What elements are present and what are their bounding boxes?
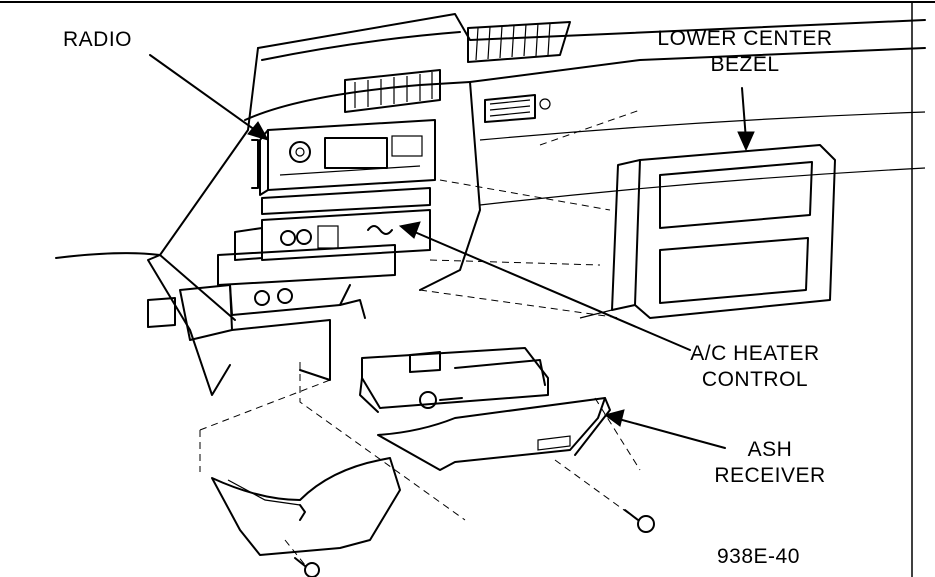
lower-center-bezel-label-line1: LOWER CENTER xyxy=(657,27,833,50)
lower-bezel-piece xyxy=(211,457,401,556)
lower-center-bezel-part xyxy=(419,109,836,319)
radio-label: RADIO xyxy=(63,28,133,51)
figure-id: 938E-40 xyxy=(717,545,800,568)
ash-receiver-label-line1: ASH xyxy=(747,438,793,461)
center-vents xyxy=(344,21,571,123)
assembly-guide-lines xyxy=(199,362,641,566)
ac-heater-control-label-line1: A/C HEATER xyxy=(690,342,820,365)
ash-receiver-label-line2: RECEIVER xyxy=(714,464,826,487)
ac-heater-control-unit xyxy=(217,209,431,286)
lower-center-bezel-label-line2: BEZEL xyxy=(710,53,780,76)
radio-unit xyxy=(251,119,436,215)
ash-tray-part xyxy=(377,397,611,471)
ash-receiver-housing xyxy=(359,347,549,413)
lower-mount-bracket xyxy=(147,284,366,381)
screw-left xyxy=(294,557,320,577)
ash-receiver-label: ASH RECEIVER xyxy=(700,437,840,489)
ash-receiver-leader xyxy=(603,409,726,449)
lower-center-bezel-label: LOWER CENTER BEZEL xyxy=(640,26,850,78)
ac-heater-control-label: A/C HEATER CONTROL xyxy=(670,341,840,393)
bezel-leader xyxy=(737,87,755,152)
ac-heater-leader xyxy=(398,221,691,351)
ac-heater-control-label-line2: CONTROL xyxy=(701,368,809,391)
radio-leader xyxy=(149,54,270,141)
screw-right xyxy=(624,509,655,533)
